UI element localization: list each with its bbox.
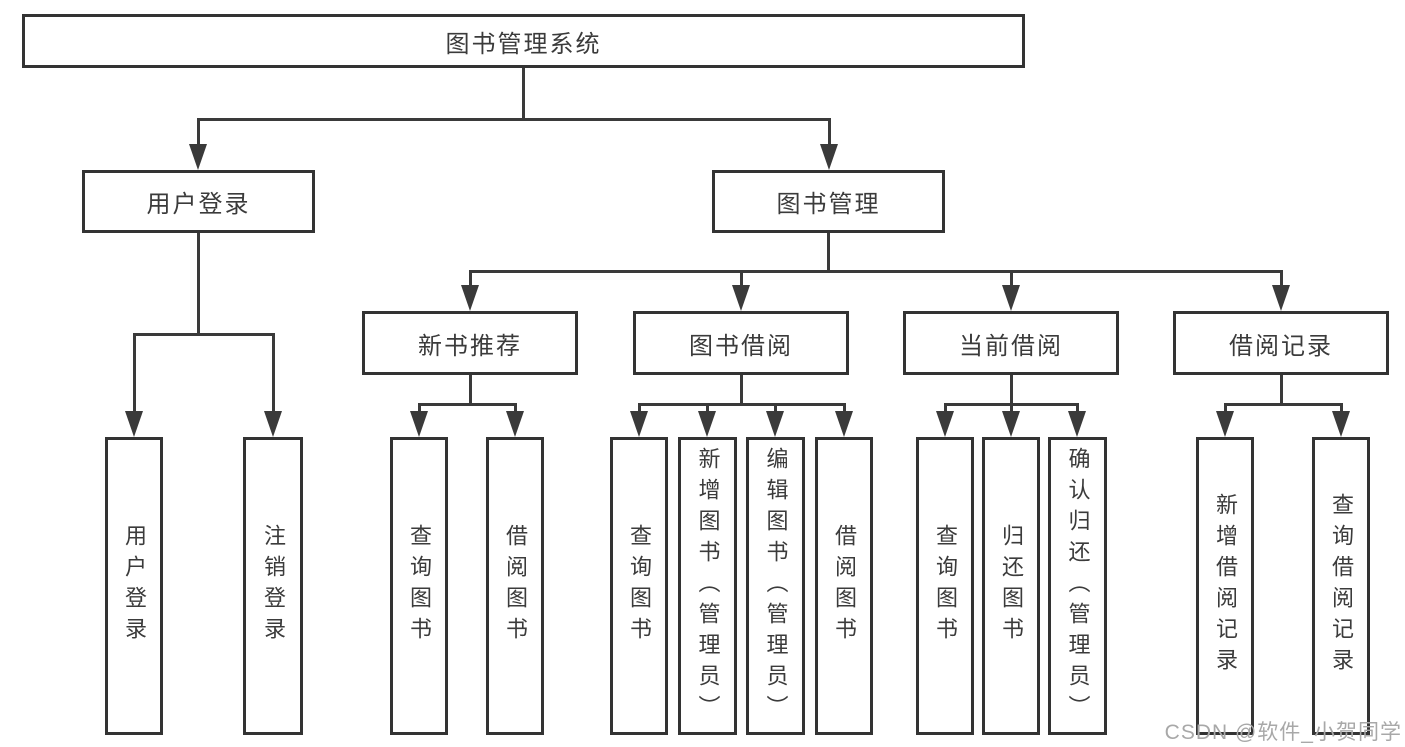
connector-segment [418, 403, 517, 406]
leaf-user-login: 用户登录 [105, 437, 163, 735]
arrow-down-icon [461, 285, 479, 311]
connector-segment [1010, 404, 1013, 415]
leaf-newbook-query-books: 查询图书 [390, 437, 448, 735]
connector-segment [514, 404, 517, 415]
arrow-down-icon [732, 285, 750, 311]
leaf-borrow-edit-books-admin: 编辑图书（管理员） [746, 437, 805, 735]
connector-segment [944, 404, 947, 415]
node-borrowing-records: 借阅记录 [1173, 311, 1389, 375]
node-current-borrowing: 当前借阅 [903, 311, 1119, 375]
arrow-down-icon [936, 411, 954, 437]
connector-segment [1010, 375, 1013, 406]
leaf-newbook-borrow-books: 借阅图书 [486, 437, 544, 735]
arrow-down-icon [264, 411, 282, 437]
csdn-watermark: CSDN @软件_小贺同学 [1164, 721, 1402, 744]
connector-segment [827, 233, 830, 273]
arrow-down-icon [1068, 411, 1086, 437]
leaf-record-query-borrow-record: 查询借阅记录 [1312, 437, 1370, 735]
arrow-down-icon [125, 411, 143, 437]
connector-segment [469, 271, 472, 289]
arrow-down-icon [766, 411, 784, 437]
connector-segment [843, 404, 846, 415]
leaf-borrow-add-books-admin: 新增图书（管理员） [678, 437, 737, 735]
connector-segment [706, 404, 709, 415]
connector-segment [197, 118, 831, 121]
connector-segment [828, 119, 831, 148]
connector-segment [638, 403, 846, 406]
node-library-management-system: 图书管理系统 [22, 14, 1025, 68]
connector-segment [133, 333, 275, 336]
arrow-down-icon [630, 411, 648, 437]
leaf-current-return-books: 归还图书 [982, 437, 1040, 735]
connector-segment [197, 233, 200, 336]
connector-segment [638, 404, 641, 415]
arrow-down-icon [698, 411, 716, 437]
connector-segment [1224, 403, 1343, 406]
connector-segment [522, 68, 525, 121]
arrow-down-icon [410, 411, 428, 437]
arrow-down-icon [1002, 411, 1020, 437]
connector-segment [1340, 404, 1343, 415]
connector-segment [133, 334, 136, 415]
node-book-borrowing: 图书借阅 [633, 311, 849, 375]
node-new-book-recommendation: 新书推荐 [362, 311, 578, 375]
arrow-down-icon [506, 411, 524, 437]
connector-segment [1076, 404, 1079, 415]
leaf-logout: 注销登录 [243, 437, 303, 735]
connector-segment [418, 404, 421, 415]
connector-segment [740, 271, 743, 289]
leaf-borrow-borrow-books: 借阅图书 [815, 437, 873, 735]
connector-segment [272, 334, 275, 415]
node-book-management: 图书管理 [712, 170, 945, 233]
connector-segment [740, 375, 743, 406]
connector-segment [469, 270, 1283, 273]
connector-segment [774, 404, 777, 415]
node-user-login: 用户登录 [82, 170, 315, 233]
arrow-down-icon [189, 144, 207, 170]
arrow-down-icon [1332, 411, 1350, 437]
connector-segment [197, 119, 200, 148]
connector-segment [1224, 404, 1227, 415]
connector-segment [469, 375, 472, 406]
arrow-down-icon [1216, 411, 1234, 437]
arrow-down-icon [835, 411, 853, 437]
arrow-down-icon [1002, 285, 1020, 311]
arrow-down-icon [1272, 285, 1290, 311]
connector-segment [1280, 375, 1283, 406]
arrow-down-icon [820, 144, 838, 170]
connector-segment [1280, 271, 1283, 289]
connector-segment [1010, 271, 1013, 289]
leaf-current-confirm-return-admin: 确认归还（管理员） [1048, 437, 1107, 735]
leaf-current-query-books: 查询图书 [916, 437, 974, 735]
leaf-record-add-borrow-record: 新增借阅记录 [1196, 437, 1254, 735]
leaf-borrow-query-books: 查询图书 [610, 437, 668, 735]
